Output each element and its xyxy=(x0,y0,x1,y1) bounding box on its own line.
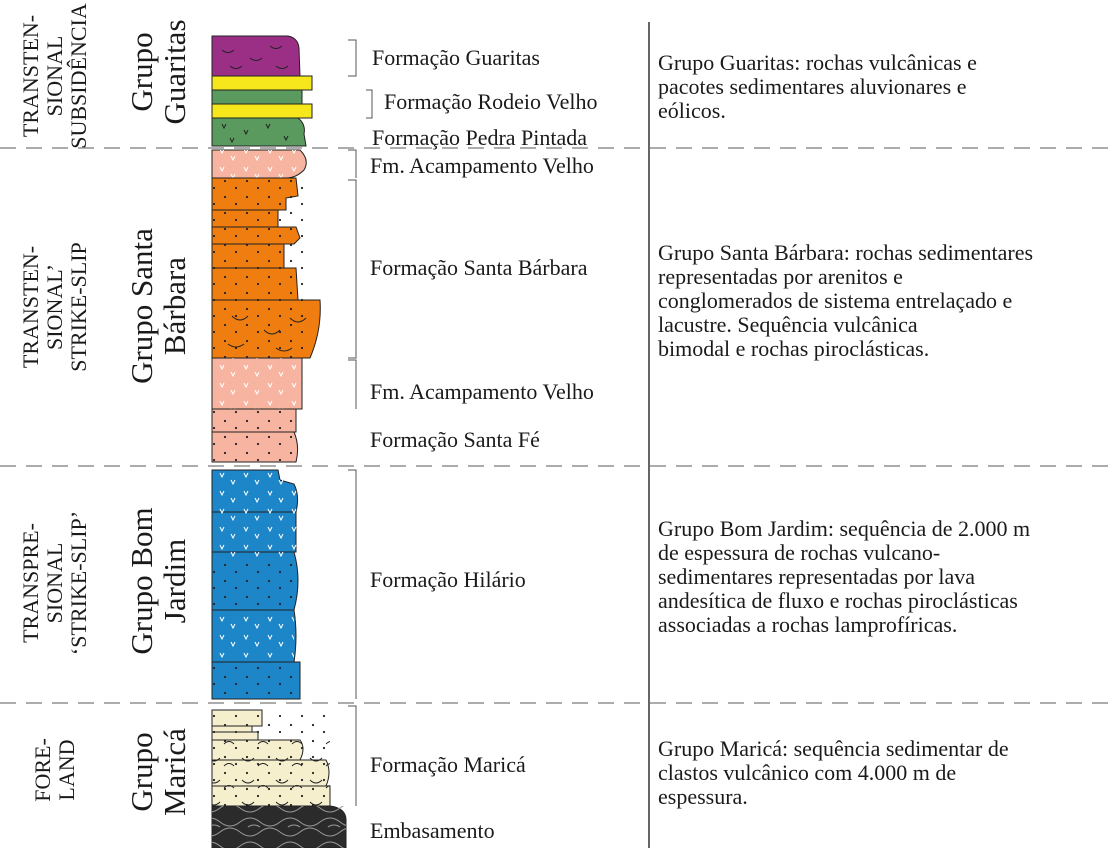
layer-guaritas-yellow-2 xyxy=(211,103,313,119)
tectonic-label-line: SIONAL xyxy=(42,35,67,117)
formation-label-acampamento-lower: Fm. Acampamento Velho xyxy=(370,379,594,404)
formation-label-acampamento-upper: Fm. Acampamento Velho xyxy=(370,153,594,178)
description-line: lacustre. Sequência vulcânica xyxy=(658,312,918,337)
tectonic-label-line: TRANSTEN- xyxy=(18,245,43,369)
column-guaritas xyxy=(211,35,313,147)
description-bom-jardim: Grupo Bom Jardim: sequência de 2.000 m d… xyxy=(658,517,1113,637)
group-label-line: Maricá xyxy=(157,728,192,816)
layer-guaritas-yellow-1 xyxy=(211,75,313,91)
description-line: Grupo Santa Bárbara: rochas sedimentares xyxy=(658,240,1034,265)
tectonic-label-line: TRANSTEN- xyxy=(18,14,43,138)
group-label-line: Grupo Santa xyxy=(124,228,159,384)
description-line: andesítica de fluxo e rochas piroclástic… xyxy=(658,588,1018,613)
tectonic-label-line: ‘STRIKE-SLIP’ xyxy=(66,510,91,656)
description-guaritas: Grupo Guaritas: rochas vulcânicas e paco… xyxy=(658,51,1113,123)
description-line: sedimentares representadas por lava xyxy=(658,564,976,589)
group-label-line: Grupo xyxy=(124,732,159,812)
layer-guaritas-purple xyxy=(211,35,301,77)
description-line: Grupo Bom Jardim: sequência de 2.000 m xyxy=(658,516,1031,541)
formation-label-pedra-pintada: Formação Pedra Pintada xyxy=(372,125,588,150)
tectonic-label-line: SIONAL xyxy=(42,542,67,624)
description-line: pacotes sedimentares aluvionares e xyxy=(658,74,967,99)
layer-guaritas-green-2 xyxy=(211,117,307,147)
description-line: espessura. xyxy=(658,784,748,809)
formation-label-hilario: Formação Hilário xyxy=(370,567,526,592)
description-line: Grupo Maricá: sequência sedimentar de xyxy=(658,736,1009,761)
group-label-line: Grupo xyxy=(124,32,159,112)
tectonic-label-line: STRIKE-SLIP xyxy=(66,242,91,372)
group-label-line: Jardim xyxy=(157,538,192,624)
formation-label-marica: Formação Maricá xyxy=(370,752,526,777)
formation-brackets xyxy=(348,39,373,806)
description-line: conglomerados de sistema entrelaçado e xyxy=(658,288,1013,313)
description-marica: Grupo Maricá: sequência sedimentar de cl… xyxy=(658,737,1113,809)
formation-label-embasamento: Embasamento xyxy=(370,818,495,843)
formation-label-santa-fe: Formação Santa Fé xyxy=(370,427,540,452)
description-line: Grupo Guaritas: rochas vulcânicas e xyxy=(658,50,977,75)
description-santa-barbara: Grupo Santa Bárbara: rochas sedimentares… xyxy=(658,241,1113,361)
description-line: bimodal e rochas piroclásticas. xyxy=(658,336,930,361)
tectonic-label-line: TRANSPRE- xyxy=(18,523,43,643)
formation-label-santa-barbara: Formação Santa Bárbara xyxy=(370,255,588,280)
group-label-line: Guaritas xyxy=(157,19,192,125)
description-line: eólicos. xyxy=(658,98,726,123)
group-label-line: Bárbara xyxy=(157,256,192,356)
description-line: representadas por arenitos e xyxy=(658,264,903,289)
description-line: de espessura de rochas vulcano- xyxy=(658,540,941,565)
layer-guaritas-green-1 xyxy=(211,89,303,105)
column-bom-jardim xyxy=(211,469,302,700)
formation-label-rodeio-velho: Formação Rodeio Velho xyxy=(384,89,598,114)
column-santa-barbara xyxy=(211,149,321,463)
tectonic-label-line: FORE- xyxy=(30,738,55,802)
description-line: associadas a rochas lamprofíricas. xyxy=(658,612,958,637)
tectonic-label-line: SUBSIDÊNCIA xyxy=(66,3,91,149)
tectonic-label-line: LAND xyxy=(54,739,79,801)
column-marica xyxy=(211,709,347,848)
group-label-line: Grupo Bom xyxy=(124,507,159,655)
tectonic-label-line: SIONAL’ xyxy=(42,264,67,350)
description-line: clastos vulcânico com 4.000 m de xyxy=(658,760,957,785)
formation-label-guaritas: Formação Guaritas xyxy=(372,45,540,70)
